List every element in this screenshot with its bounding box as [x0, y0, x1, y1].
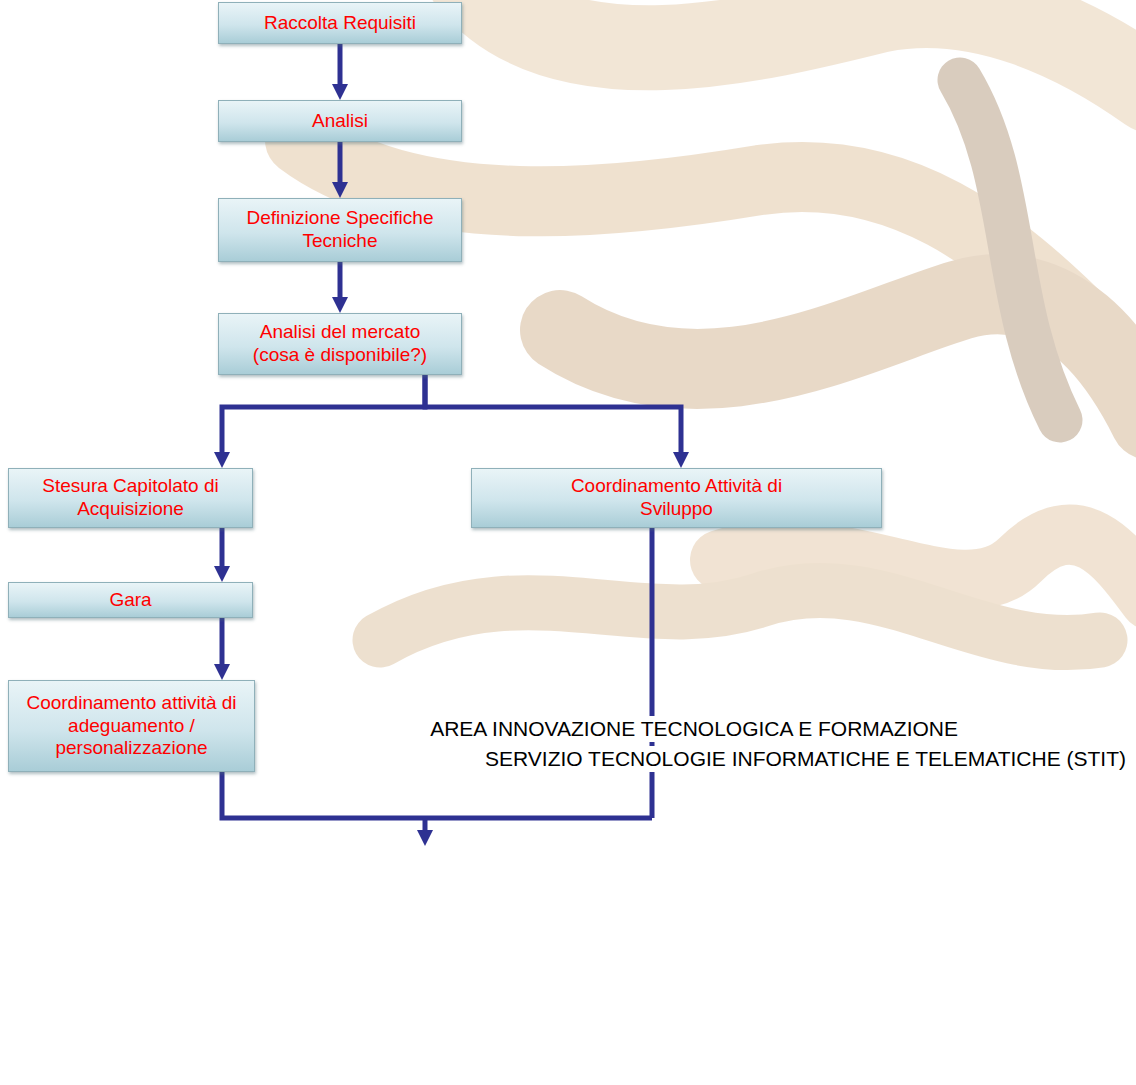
flow-arrow: [425, 375, 681, 452]
flow-arrow: [220, 618, 225, 664]
box-text: Coordinamento attività di adeguamento / …: [15, 692, 248, 760]
process-box: Analisi: [218, 100, 462, 142]
box-text: Definizione Specifiche Tecniche: [228, 207, 453, 253]
process-box: Raccolta Requisiti: [218, 2, 462, 44]
footer-note: AREA INNOVAZIONE TECNOLOGICA E FORMAZION…: [426, 716, 962, 742]
footer-note: SERVIZIO TECNOLOGIE INFORMATICHE E TELEM…: [481, 746, 1130, 772]
flow-arrow: [338, 142, 343, 182]
box-text: Analisi: [312, 110, 368, 133]
box-text: Analisi del mercato (cosa è disponibile?…: [238, 321, 443, 367]
flow-arrow: [338, 44, 343, 84]
box-text: Raccolta Requisiti: [264, 12, 416, 35]
ribbon-shape: [960, 80, 1060, 420]
process-box: Analisi del mercato (cosa è disponibile?…: [218, 313, 462, 375]
process-box: Coordinamento attività di adeguamento / …: [8, 680, 255, 772]
box-text: Coordinamento Attività di Sviluppo: [547, 475, 807, 521]
ribbon-shape: [470, 0, 1136, 90]
box-text: Stesura Capitolato di Acquisizione: [18, 475, 243, 521]
flow-arrow: [222, 375, 425, 452]
process-box: Stesura Capitolato di Acquisizione: [8, 468, 253, 528]
process-box: Definizione Specifiche Tecniche: [218, 198, 462, 262]
process-box: Coordinamento Attività di Sviluppo: [471, 468, 882, 528]
flow-arrow: [338, 262, 343, 297]
process-box: Gara: [8, 582, 253, 618]
ribbon-shape: [380, 590, 1100, 642]
flow-arrow: [220, 528, 225, 566]
box-text: Gara: [109, 589, 151, 612]
exit-arrow: [423, 818, 428, 830]
